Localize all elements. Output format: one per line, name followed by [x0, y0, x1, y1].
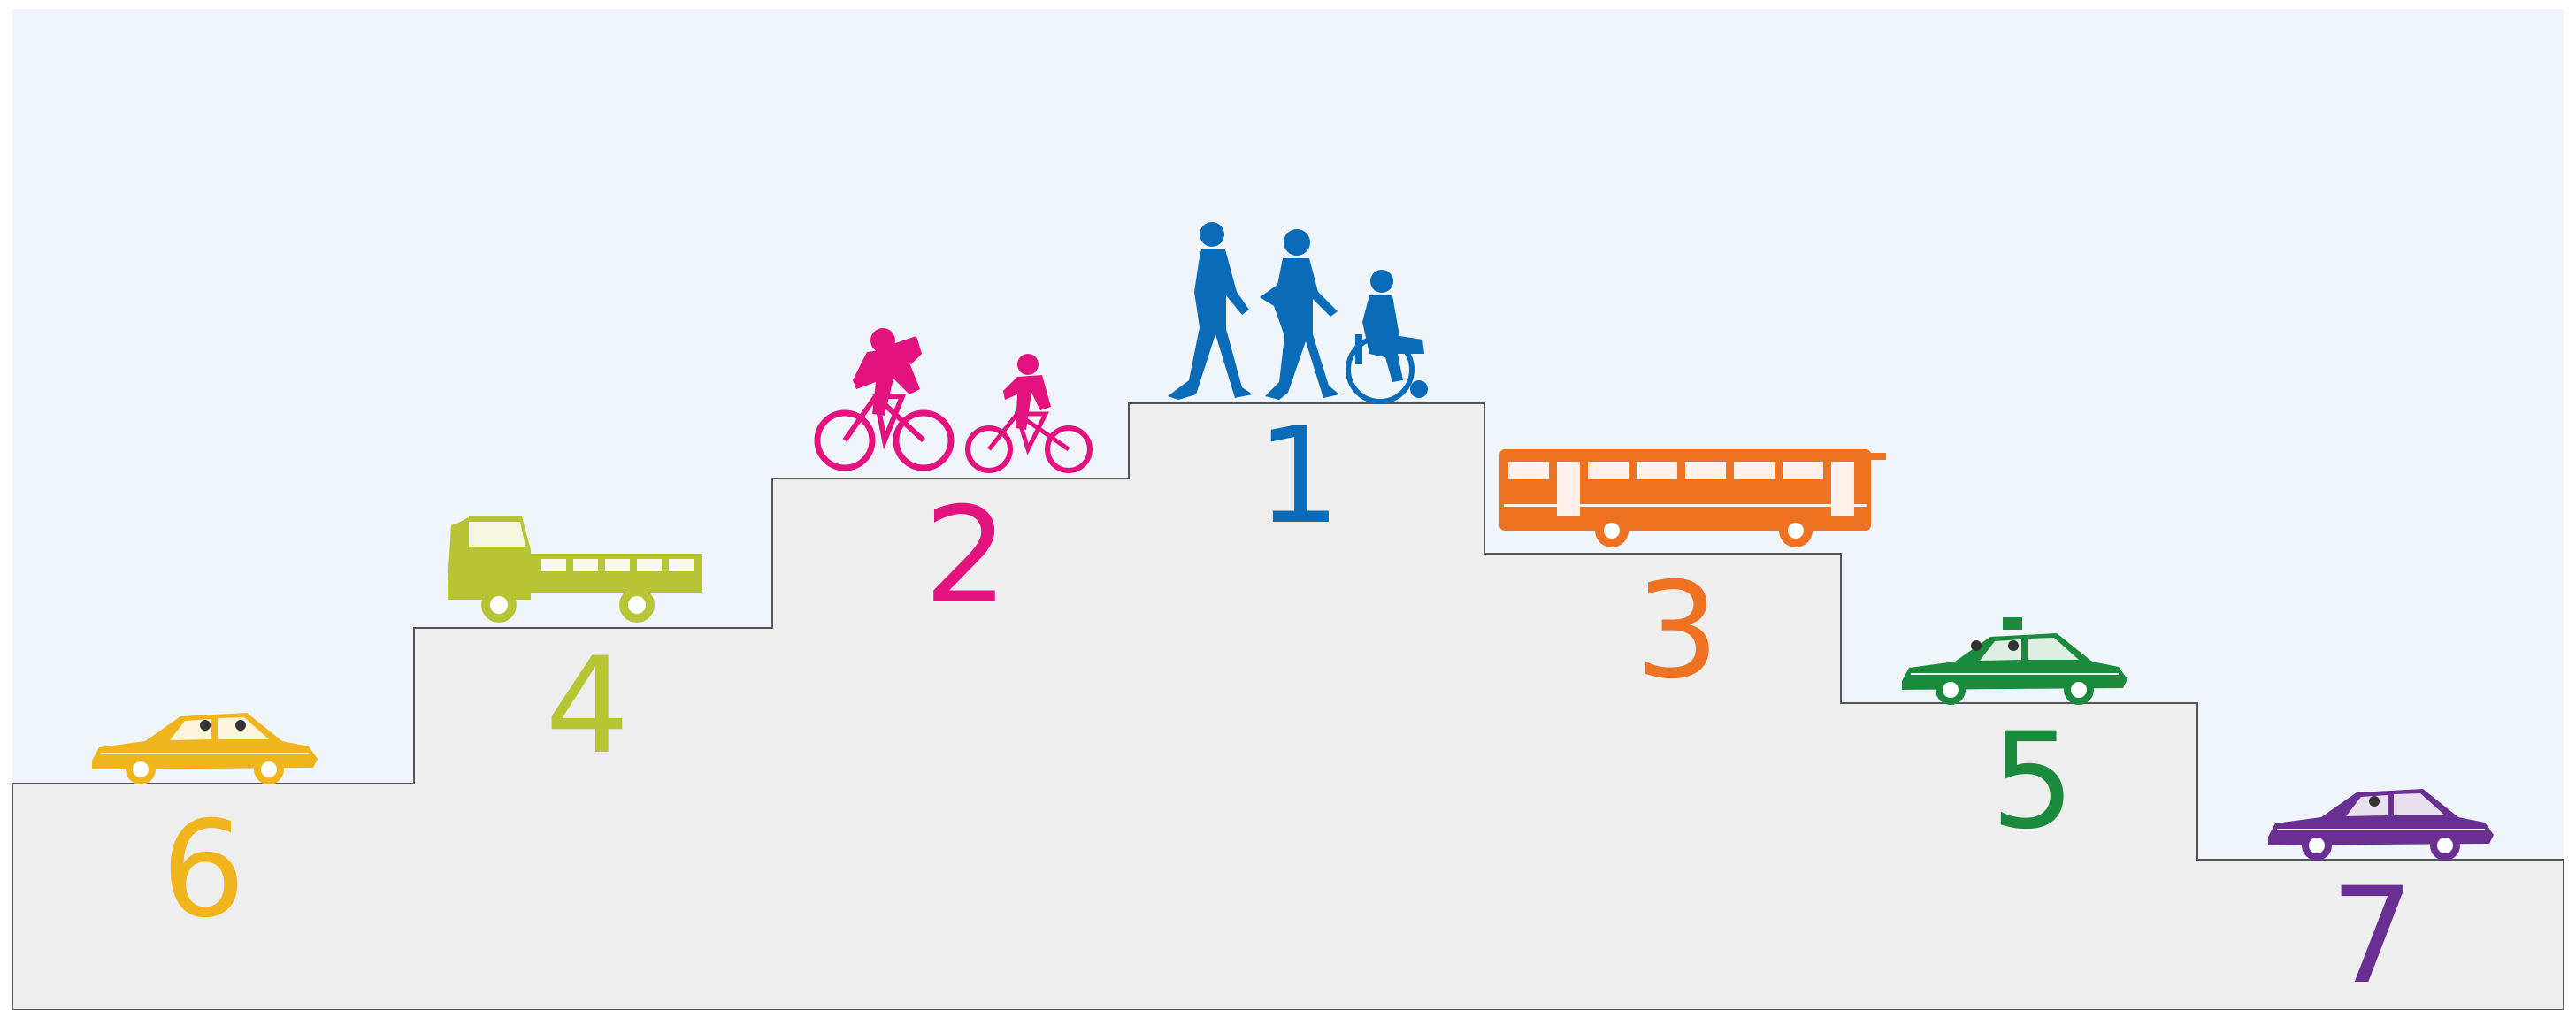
cyclists-icon [814, 328, 1092, 473]
car-icon [91, 712, 318, 785]
rank-6-number: 6 [161, 793, 245, 947]
staircase [12, 402, 2564, 1010]
pedestrians-wheelchair-icon [1168, 222, 1428, 404]
truck-icon [448, 516, 702, 623]
rank-2-number: 2 [924, 479, 1008, 633]
rank-7-number: 7 [2330, 860, 2414, 1010]
rank-1-number: 1 [1256, 400, 1340, 554]
rank-4-number: 4 [545, 630, 629, 784]
rank-5-number: 5 [1990, 705, 2074, 859]
taxi-icon [1901, 617, 2128, 706]
rank-3-number: 3 [1635, 555, 1719, 708]
bus-icon [1499, 449, 1886, 547]
car-icon [2267, 788, 2495, 861]
